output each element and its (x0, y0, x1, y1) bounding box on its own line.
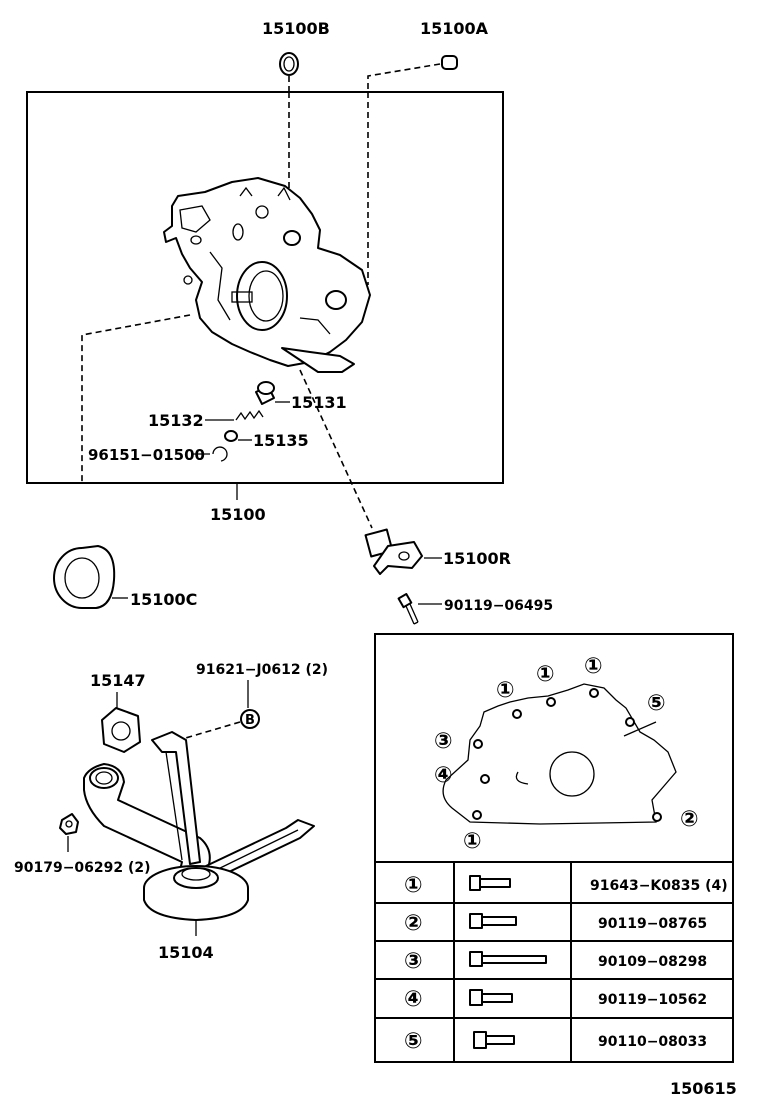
label-91621-J0612: 91621−J0612 (2) (196, 662, 328, 678)
row-part-number: 91643−K0835 (4) (590, 878, 728, 894)
sensor-15100R (364, 528, 423, 575)
label-15135: 15135 (253, 431, 309, 450)
snap-ring-96151 (212, 446, 228, 462)
table-row: ② 90119−08765 (404, 911, 707, 936)
pump-outline-bolt-map (442, 683, 677, 825)
callout-1-a: ① (496, 678, 515, 703)
row-ref: ⑤ (404, 1029, 423, 1054)
ref-b-letter: B (245, 713, 255, 728)
label-15100A: 15100A (420, 19, 489, 38)
row-part-number: 90119−10562 (598, 992, 707, 1008)
plug-15100A (441, 55, 458, 70)
gasket-15147 (101, 707, 141, 753)
table-row: ⑤ 90110−08033 (404, 1029, 707, 1054)
label-15104: 15104 (158, 943, 214, 962)
callout-1-c: ① (584, 654, 603, 679)
label-15100C: 15100C (130, 590, 197, 609)
callout-4: ④ (434, 763, 453, 788)
row-part-number: 90119−08765 (598, 916, 707, 932)
oil-seal-15100C (53, 545, 116, 609)
oil-strainer-15104 (83, 731, 315, 921)
callout-2: ② (680, 807, 699, 832)
label-96151-01500: 96151−01500 (88, 446, 205, 464)
row-part-number: 90109−08298 (598, 954, 707, 970)
page-code: 150615 (670, 1079, 737, 1098)
label-15131: 15131 (291, 393, 347, 412)
bolt-location-box (374, 633, 734, 1063)
bolt-hole-markers (472, 688, 662, 822)
table-row: ④ 90119−10562 (404, 987, 707, 1012)
bolt-90119-06495 (397, 593, 419, 625)
label-15100B: 15100B (262, 19, 330, 38)
label-15100: 15100 (210, 505, 266, 524)
plug-15135 (224, 430, 238, 442)
callout-1-b: ① (536, 662, 555, 687)
label-15147: 15147 (90, 671, 146, 690)
nut-90179-06292 (59, 813, 79, 835)
row-part-number: 90110−08033 (598, 1034, 707, 1050)
callout-5: ⑤ (647, 691, 666, 716)
row-ref: ① (404, 873, 423, 898)
pump-assembly-box (26, 91, 504, 484)
label-15132: 15132 (148, 411, 204, 430)
oil-pump-body (163, 177, 371, 373)
row-ref: ③ (404, 949, 423, 974)
label-15100R: 15100R (443, 549, 511, 568)
spring-15132 (235, 409, 264, 421)
table-row: ③ 90109−08298 (404, 949, 707, 974)
row-ref: ④ (404, 987, 423, 1012)
label-90119-06495: 90119−06495 (444, 598, 553, 614)
label-90179-06292: 90179−06292 (2) (14, 860, 151, 876)
callout-1-d: ① (463, 829, 482, 854)
o-ring-15100B (279, 52, 299, 76)
ref-b-circle (240, 709, 260, 729)
row-ref: ② (404, 911, 423, 936)
table-row: ① 91643−K0835 (4) (404, 873, 728, 898)
bolt-table-grid (375, 861, 733, 1062)
callout-3: ③ (434, 729, 453, 754)
